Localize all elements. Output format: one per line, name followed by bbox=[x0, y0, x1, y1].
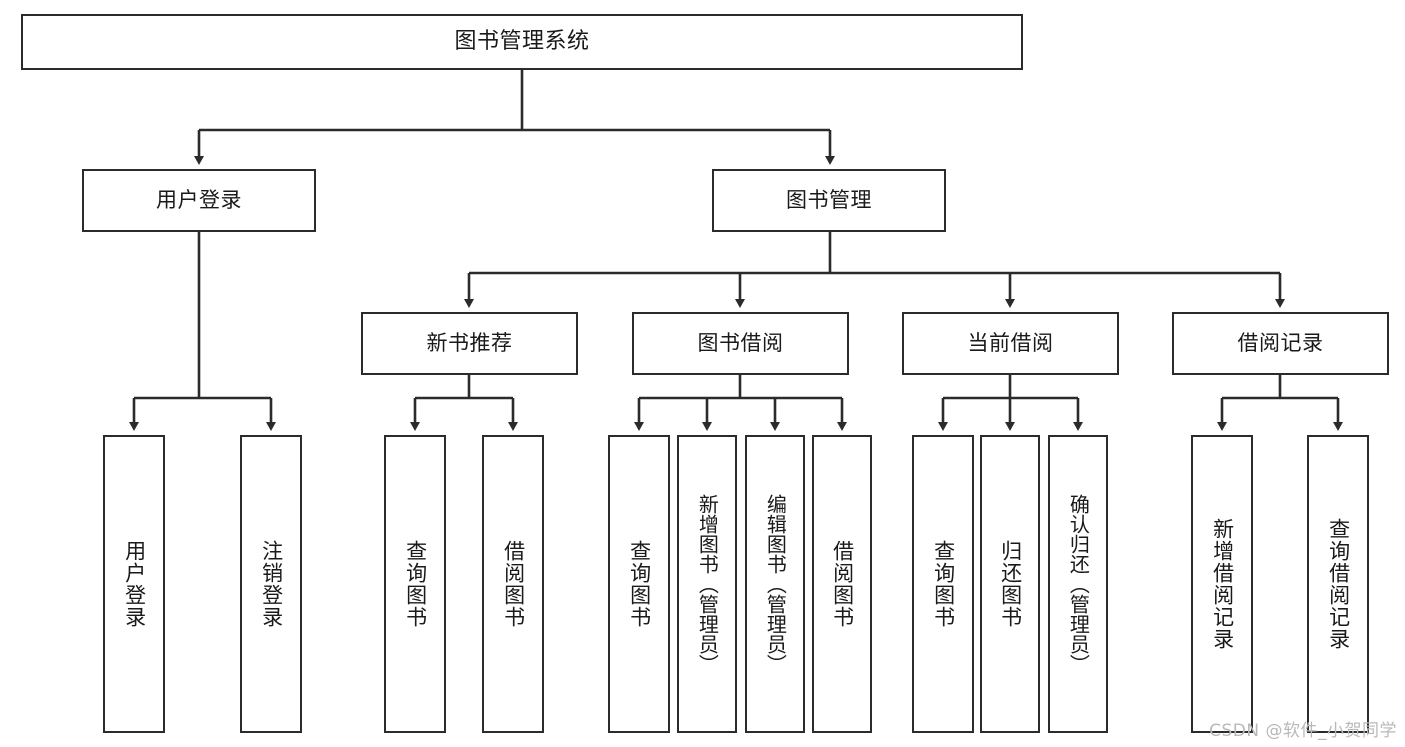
node-root-book-management-system[interactable]: 图书管理系统 bbox=[21, 14, 1023, 70]
leaf-add-borrowing-record[interactable]: 新增借阅记录 bbox=[1191, 435, 1253, 733]
node-label: 用户登录 bbox=[156, 187, 242, 212]
leaf-borrow-book-recommendation[interactable]: 借阅图书 bbox=[482, 435, 544, 733]
node-label: 图书管理 bbox=[786, 187, 872, 212]
leaf-user-login[interactable]: 用户登录 bbox=[103, 435, 165, 733]
node-label: 确认归还（管理员） bbox=[1066, 494, 1091, 674]
node-current-borrowing[interactable]: 当前借阅 bbox=[902, 312, 1119, 375]
node-label: 借阅图书 bbox=[501, 540, 526, 628]
leaf-query-borrowing-record[interactable]: 查询借阅记录 bbox=[1307, 435, 1369, 733]
node-label: 新书推荐 bbox=[426, 330, 513, 355]
node-label: 注销登录 bbox=[259, 540, 284, 628]
node-book-borrowing[interactable]: 图书借阅 bbox=[632, 312, 849, 375]
node-label: 新增图书（管理员） bbox=[695, 494, 720, 674]
leaf-edit-book-admin[interactable]: 编辑图书（管理员） bbox=[745, 435, 805, 733]
node-new-book-recommendation[interactable]: 新书推荐 bbox=[361, 312, 578, 375]
node-label: 图书管理系统 bbox=[454, 28, 590, 54]
leaf-return-book[interactable]: 归还图书 bbox=[980, 435, 1040, 733]
node-label: 借阅记录 bbox=[1237, 330, 1324, 355]
leaf-confirm-return-admin[interactable]: 确认归还（管理员） bbox=[1048, 435, 1108, 733]
node-borrowing-record[interactable]: 借阅记录 bbox=[1172, 312, 1389, 375]
node-label: 归还图书 bbox=[998, 540, 1023, 628]
node-book-management[interactable]: 图书管理 bbox=[712, 169, 946, 232]
node-label: 新增借阅记录 bbox=[1210, 518, 1235, 650]
leaf-add-book-admin[interactable]: 新增图书（管理员） bbox=[677, 435, 737, 733]
node-label: 用户登录 bbox=[122, 540, 147, 628]
leaf-borrow-book-borrowing[interactable]: 借阅图书 bbox=[812, 435, 872, 733]
node-label: 编辑图书（管理员） bbox=[763, 494, 788, 674]
node-label: 当前借阅 bbox=[967, 330, 1054, 355]
node-label: 查询借阅记录 bbox=[1326, 518, 1351, 650]
leaf-query-book-borrowing[interactable]: 查询图书 bbox=[608, 435, 670, 733]
leaf-query-book-current[interactable]: 查询图书 bbox=[912, 435, 974, 733]
node-label: 查询图书 bbox=[627, 540, 652, 628]
node-label: 借阅图书 bbox=[830, 540, 855, 628]
node-label: 图书借阅 bbox=[697, 330, 784, 355]
node-user-login[interactable]: 用户登录 bbox=[82, 169, 316, 232]
leaf-query-book-recommendation[interactable]: 查询图书 bbox=[384, 435, 446, 733]
leaf-logout[interactable]: 注销登录 bbox=[240, 435, 302, 733]
node-label: 查询图书 bbox=[931, 540, 956, 628]
node-label: 查询图书 bbox=[403, 540, 428, 628]
